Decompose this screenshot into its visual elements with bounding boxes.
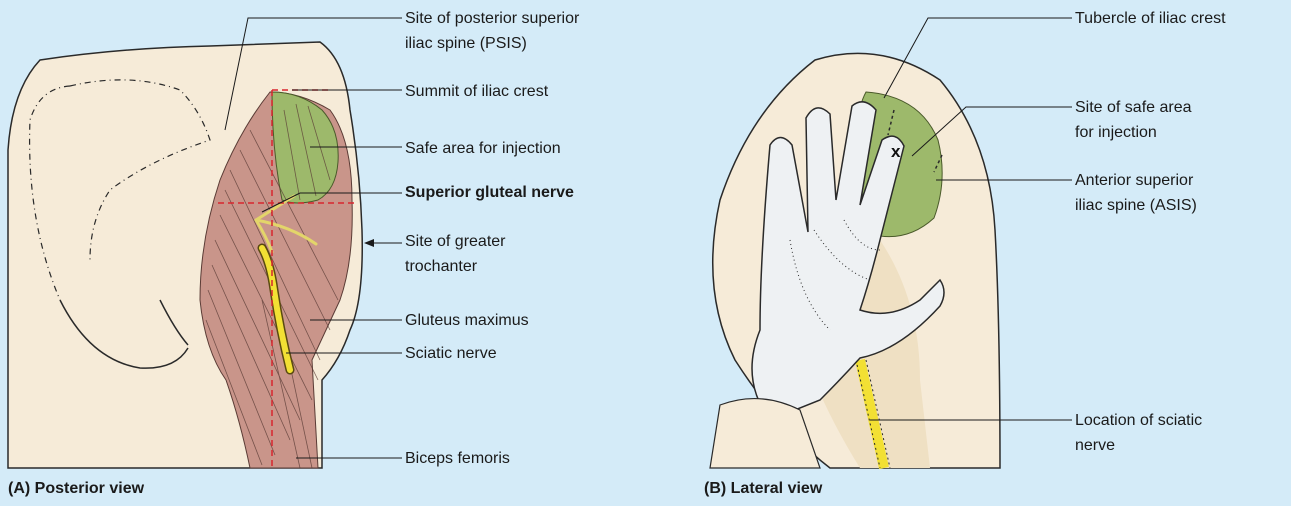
label-gluteus-maximus: Gluteus maximus [405,310,529,331]
label-superior-gluteal-nerve: Superior gluteal nerve [405,182,574,203]
label-sciatic-nerve: Sciatic nerve [405,343,497,364]
label-tubercle-iliac-crest: Tubercle of iliac crest [1075,8,1226,29]
label-safe-site-line2: for injection [1075,122,1157,143]
label-asis-line1: Anterior superior [1075,170,1193,191]
label-psis-line1: Site of posterior superior [405,8,579,29]
label-safe-site-line1: Site of safe area [1075,97,1192,118]
label-sciatic-location-line1: Location of sciatic [1075,410,1202,431]
injection-site-x-marker: x [891,142,900,162]
label-psis-line2: iliac spine (PSIS) [405,33,527,54]
caption-posterior-view: (A) Posterior view [8,480,144,498]
label-asis-line2: iliac spine (ASIS) [1075,195,1197,216]
label-safe-area: Safe area for injection [405,138,561,159]
label-biceps-femoris: Biceps femoris [405,448,510,469]
label-sciatic-location-line2: nerve [1075,435,1115,456]
label-summit-iliac-crest: Summit of iliac crest [405,81,548,102]
lateral-view-drawing [710,18,1072,468]
caption-lateral-view: (B) Lateral view [704,480,822,498]
arrowhead [364,239,374,247]
posterior-view-drawing [8,18,402,468]
label-greater-trochanter-line2: trochanter [405,256,477,277]
label-greater-trochanter-line1: Site of greater [405,231,506,252]
